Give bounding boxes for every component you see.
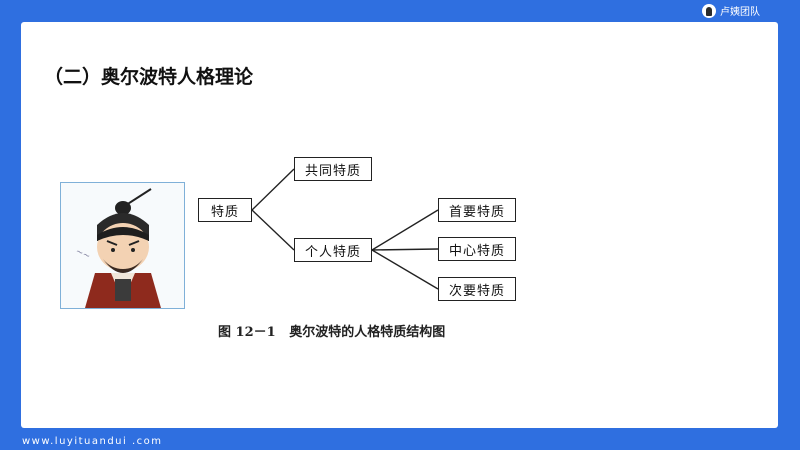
- footer-url: www.luyituandui .com: [22, 436, 163, 447]
- connector-root-individual: [251, 209, 295, 251]
- connector-root-common: [251, 168, 295, 211]
- node-cardinal-traits: 首要特质: [438, 198, 516, 222]
- character-illustration: ~~: [60, 182, 185, 309]
- svg-text:~~: ~~: [74, 247, 92, 262]
- diagram-connectors: [251, 168, 439, 290]
- brand-name: 卢姨团队: [720, 7, 760, 18]
- node-individual-traits: 个人特质: [294, 238, 372, 262]
- character-portrait-image: ~~: [74, 188, 161, 308]
- connector-individual-central: [371, 248, 439, 251]
- slide-title: （二）奥尔波特人格理论: [44, 66, 254, 88]
- connector-individual-cardinal: [371, 209, 439, 251]
- node-common-traits: 共同特质: [294, 157, 372, 181]
- connector-individual-secondary: [371, 249, 439, 290]
- node-root-traits: 特质: [198, 198, 252, 222]
- figure-caption: 图 12－1 奥尔波特的人格特质结构图: [218, 325, 446, 340]
- trait-structure-diagram: 特质 共同特质 个人特质 首要特质 中心特质 次要特质: [190, 145, 550, 310]
- brand-avatar: [702, 3, 716, 18]
- node-central-traits: 中心特质: [438, 237, 516, 261]
- node-secondary-traits: 次要特质: [438, 277, 516, 301]
- brand: 卢姨团队: [702, 3, 760, 18]
